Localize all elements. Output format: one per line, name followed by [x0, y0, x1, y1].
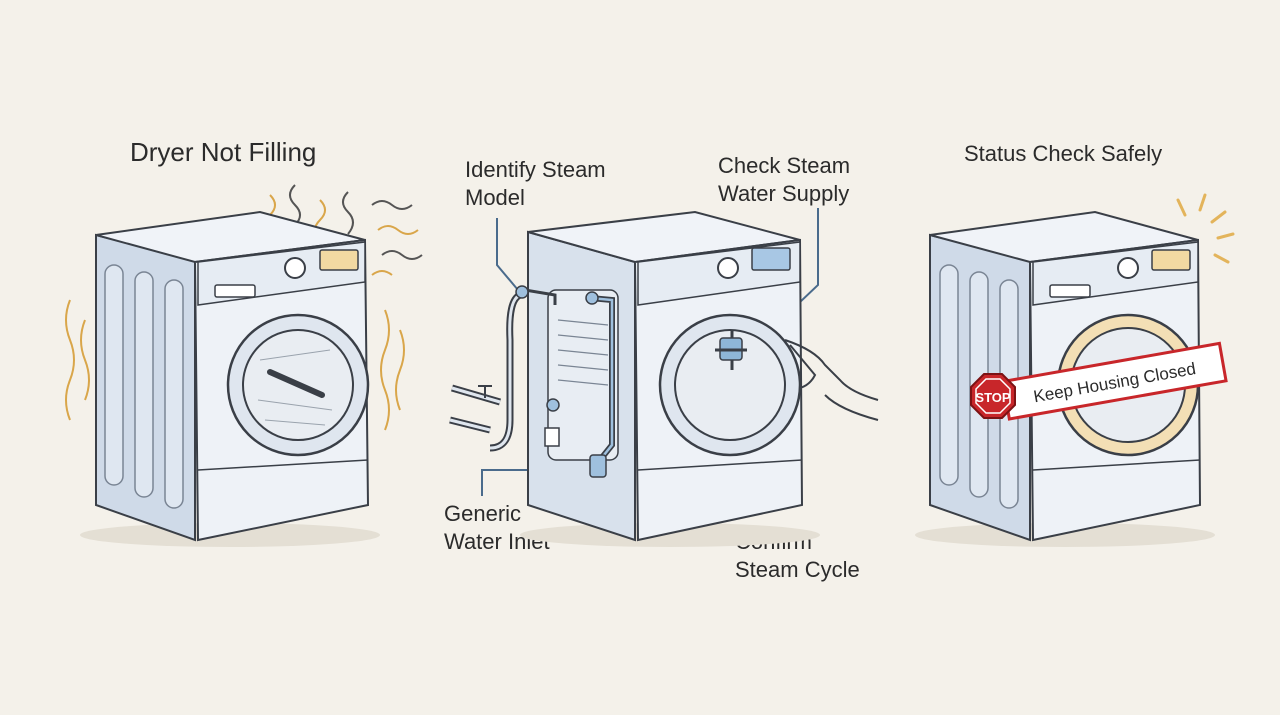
inner-housing: [547, 289, 619, 461]
valve-icon: [589, 454, 607, 478]
callout-generic-water-inlet: Generic Water Inlet: [444, 501, 550, 554]
stop-sign-text: STOP: [975, 390, 1010, 405]
steam-dryer-illustration: [449, 208, 879, 547]
panel-steam-components: Identify Steam Model Check Steam Water S…: [430, 0, 900, 715]
control-knob-icon: [717, 257, 739, 279]
panel-dryer-not-filling: Dryer Not Filling: [0, 0, 430, 715]
panel-status-check-safely: Status Check Safely Keep Housing Clos: [900, 0, 1280, 715]
vibration-right-icon: [380, 309, 405, 431]
vibration-left-icon: [65, 299, 90, 421]
control-knob-icon: [1117, 257, 1139, 279]
safe-dryer-illustration: Keep Housing Closed STOP: [915, 193, 1235, 547]
hose-icon: [489, 291, 522, 452]
panel-title: Status Check Safely: [964, 141, 1163, 166]
hand-pointing-icon: [784, 339, 879, 421]
control-knob-icon: [284, 257, 306, 279]
callout-identify-steam-model: Identify Steam Model: [465, 157, 606, 210]
display-icon: [1151, 249, 1191, 271]
panel-title: Dryer Not Filling: [130, 137, 317, 167]
callout-check-steam-water-supply: Check Steam Water Supply: [718, 153, 851, 206]
dryer-illustration: [65, 184, 423, 547]
display-icon: [751, 247, 791, 271]
warning-rays-icon: [1176, 193, 1235, 264]
stop-sign-icon: STOP: [970, 373, 1016, 419]
display-icon: [319, 249, 359, 271]
